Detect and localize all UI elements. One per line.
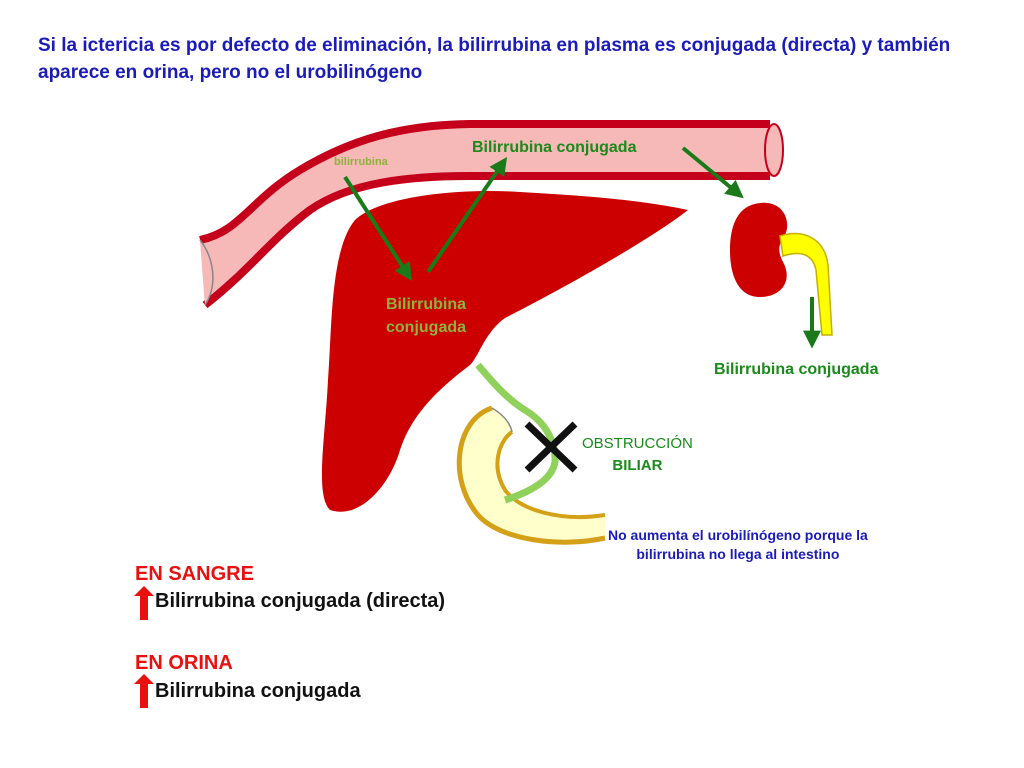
bilirubin-small-label: bilirrubina — [334, 156, 388, 168]
liver-label-line-1: Bilirrubina — [386, 296, 467, 313]
intestine — [456, 405, 606, 545]
bile-duct — [475, 362, 559, 504]
obstruction-line-1: OBSTRUCCIÓN — [582, 435, 693, 452]
blood-to-kidney-arrow — [681, 146, 744, 199]
liver-conjugated-label: Bilirrubina conjugada — [386, 293, 466, 339]
bilirubin-to-liver-arrow — [343, 175, 412, 282]
kidney — [730, 202, 788, 297]
urine-item: Bilirrubina conjugada — [155, 680, 361, 702]
note-line-2: bilirrubina no llega al intestino — [636, 546, 840, 562]
urine-heading: EN ORINA — [135, 652, 233, 674]
up-arrow-icon — [134, 586, 154, 620]
x-mark-icon — [524, 421, 578, 473]
blood-item: Bilirrubina conjugada (directa) — [155, 590, 446, 612]
obstruction-line-2: BILIAR — [612, 457, 663, 474]
no-urobilinogen-note: No aumenta el urobilínógeno porque la bi… — [608, 526, 868, 564]
page-title: Si la ictericia es por defecto de elimin… — [38, 35, 951, 83]
blood-heading: EN SANGRE — [135, 563, 254, 585]
liver-label-line-2: conjugada — [386, 319, 467, 336]
vessel-conjugated-label: Bilirrubina conjugada — [472, 139, 637, 156]
ureter — [779, 232, 833, 336]
obstruction-label: OBSTRUCCIÓN BILIAR — [582, 433, 693, 477]
note-line-1: No aumenta el urobilínógeno porque la — [608, 527, 868, 543]
blood-vessel — [199, 120, 784, 309]
liver — [321, 191, 688, 512]
liver-to-blood-arrow — [426, 157, 508, 274]
urine-conjugated-label: Bilirrubina conjugada — [714, 361, 879, 378]
up-arrow-icon — [134, 674, 154, 708]
